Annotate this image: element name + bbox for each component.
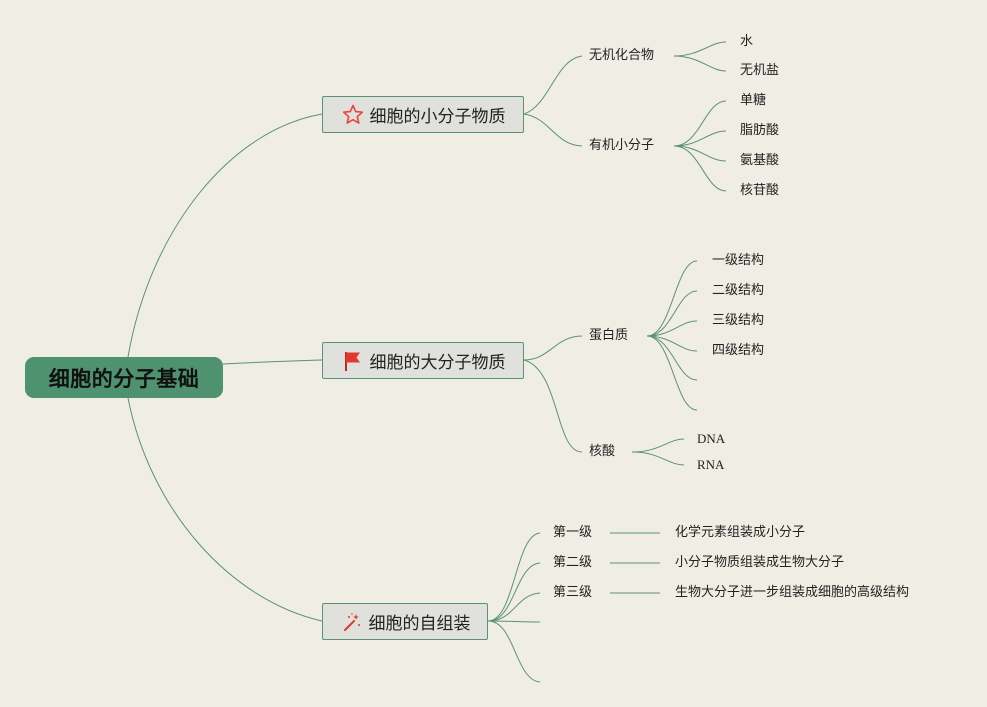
connector-b3-l5 [487,620,541,683]
star-outline-icon [341,103,365,127]
connector-b2-g1-6 [646,335,698,411]
connector-b1-g1-1 [673,41,727,57]
branch-label: 细胞的小分子物质 [369,107,506,127]
leaf-topic[interactable]: 二级结构 [712,283,765,298]
level-topic[interactable]: 第一级 [553,525,593,540]
connector-b2-g2 [523,359,583,453]
leaf-topic[interactable]: DNA [697,431,726,446]
branch-topic-self-assembly[interactable]: 细胞的自组装 [322,603,488,640]
branch-label: 细胞的自组装 [368,614,471,634]
leaf-topic[interactable]: 脂肪酸 [740,123,780,138]
connector-b3-l1 [487,532,541,622]
connector-b3-l4 [487,620,541,623]
connector-b2-g1 [523,335,583,361]
level-topic[interactable]: 第三级 [553,585,593,600]
level-detail[interactable]: 生物大分子进一步组装成细胞的高级结构 [675,585,910,600]
connector-b3-l3 [487,592,541,622]
level-topic[interactable]: 第二级 [553,555,593,570]
connector-b1-g2 [523,113,583,147]
magic-wand-icon [340,610,364,634]
branch-topic-macromolecules[interactable]: 细胞的大分子物质 [322,342,524,379]
connector-b3-l2 [487,562,541,622]
leaf-topic[interactable]: 一级结构 [712,253,765,268]
connector-root-branch-2 [222,359,323,365]
leaf-topic[interactable]: 四级结构 [712,343,765,358]
root-topic[interactable]: 细胞的分子基础 [25,357,223,398]
connector-b1-g2-3 [673,145,727,162]
leaf-topic[interactable]: 单糖 [740,93,767,108]
connector-b2-g1-5 [646,335,698,381]
leaf-topic[interactable]: 三级结构 [712,313,765,328]
group-topic[interactable]: 蛋白质 [589,328,629,343]
group-topic[interactable]: 有机小分子 [589,138,655,153]
leaf-topic[interactable]: 水 [740,34,754,49]
leaf-topic[interactable]: 无机盐 [740,63,780,78]
leaf-topic[interactable]: RNA [697,457,725,472]
leaf-topic[interactable]: 氨基酸 [740,153,780,168]
connector-root-branch-3 [127,397,323,622]
connector-b2-g1-1 [646,260,698,337]
connector-b1-g2-2 [673,130,727,147]
connector-root-branch-1 [127,113,323,358]
connector-b2-g2-2 [631,451,685,466]
group-topic[interactable]: 无机化合物 [589,48,655,63]
red-flag-icon [341,349,365,373]
leaf-topic[interactable]: 核苷酸 [740,183,780,198]
group-topic[interactable]: 核酸 [589,444,616,459]
connector-b1-g2-4 [673,145,727,192]
connector-b2-g2-1 [631,438,685,453]
branch-topic-small-molecules[interactable]: 细胞的小分子物质 [322,96,524,133]
level-detail[interactable]: 化学元素组装成小分子 [675,525,806,540]
connector-b2-g1-2 [646,290,698,337]
connector-b1-g1 [523,55,583,115]
level-detail[interactable]: 小分子物质组装成生物大分子 [675,555,845,570]
connector-b2-g1-3 [646,320,698,337]
branch-label: 细胞的大分子物质 [369,353,506,373]
connector-b1-g1-2 [673,55,727,72]
connector-b1-g2-1 [673,100,727,147]
